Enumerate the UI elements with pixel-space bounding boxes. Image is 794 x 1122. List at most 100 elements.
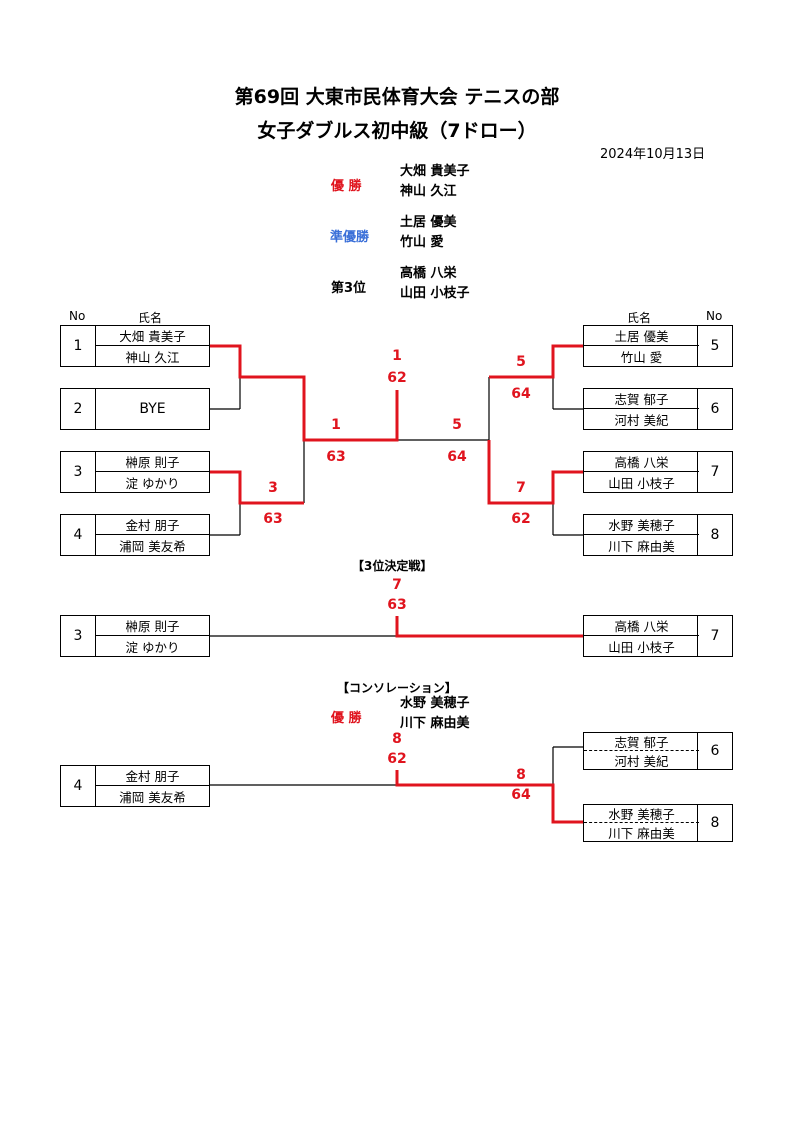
consolation-winner-names: 水野 美穂子 川下 麻由美	[400, 694, 470, 734]
runnerup-names: 土居 優美 竹山 愛	[400, 213, 457, 253]
page-title: 第69回 大東市民体育大会 テニスの部	[234, 86, 560, 108]
winner-name-1: 大畑 貴美子	[400, 164, 470, 179]
winner-name-2: 神山 久江	[400, 184, 457, 199]
runnerup-name-2: 竹山 愛	[400, 235, 444, 250]
entry-names: 金村 朋子 浦岡 美友希	[95, 515, 210, 555]
consolation-winner-name-2: 川下 麻由美	[400, 716, 470, 731]
entry-names: 大畑 貴美子 神山 久江	[95, 326, 210, 366]
consolation-entry-4: 4 金村 朋子 浦岡 美友希	[60, 765, 210, 807]
entry-7: 高橋 八栄 山田 小枝子 7	[583, 451, 733, 493]
player-name: 浦岡 美友希	[119, 538, 186, 554]
third-place-score: 63	[387, 597, 407, 613]
entry-1: 1 大畑 貴美子 神山 久江	[60, 325, 210, 367]
player-name: 大畑 貴美子	[95, 326, 210, 346]
entry-number: 7	[697, 452, 732, 492]
entry-names: 榊原 則子 淀 ゆかり	[95, 616, 210, 656]
player-name: 榊原 則子	[95, 452, 210, 472]
third-names: 高橋 八栄 山田 小枝子	[400, 264, 470, 304]
player-name: 高橋 八栄	[584, 616, 699, 636]
final-winner: 1	[392, 348, 402, 364]
entry-names: 土居 優美 竹山 愛	[584, 326, 699, 366]
third-name-2: 山田 小枝子	[400, 286, 470, 301]
player-name: 榊原 則子	[95, 616, 210, 636]
third-place-entry-3: 3 榊原 則子 淀 ゆかり	[60, 615, 210, 657]
entry-number: 8	[697, 805, 732, 841]
player-name: 竹山 愛	[620, 349, 663, 365]
entry-names: 高橋 八栄 山田 小枝子	[584, 452, 699, 492]
no-header-right: No	[706, 309, 723, 323]
entry-number: 1	[61, 326, 96, 366]
entry-names: 志賀 郁子 河村 美紀	[584, 733, 699, 769]
sf1-winner: 1	[331, 417, 341, 433]
runnerup-name-1: 土居 優美	[400, 215, 457, 230]
entry-5: 土居 優美 竹山 愛 5	[583, 325, 733, 367]
player-name: 川下 麻由美	[608, 538, 675, 554]
player-name: 山田 小枝子	[608, 639, 675, 655]
qf7-score: 62	[511, 511, 531, 527]
player-name: 志賀 郁子	[584, 733, 699, 751]
third-name-1: 高橋 八栄	[400, 266, 457, 281]
runnerup-label: 準優勝	[330, 230, 370, 245]
consolation-semi-score: 64	[511, 787, 531, 803]
third-label: 第3位	[331, 281, 367, 296]
qf3-winner: 3	[268, 480, 278, 496]
player-name: 河村 美紀	[614, 412, 669, 428]
player-name: 土居 優美	[584, 326, 699, 346]
no-header-left: No	[69, 309, 86, 323]
player-name: 河村 美紀	[614, 753, 669, 769]
name-header-left: 氏名	[138, 311, 163, 325]
entry-names: 金村 朋子 浦岡 美友希	[95, 766, 210, 806]
entry-number: 4	[61, 766, 96, 806]
player-name: 志賀 郁子	[584, 389, 699, 409]
event-date: 2024年10月13日	[600, 147, 706, 162]
entry-names: 榊原 則子 淀 ゆかり	[95, 452, 210, 492]
bye-label: BYE	[139, 401, 166, 417]
player-name: 浦岡 美友希	[119, 789, 186, 805]
entry-number: 2	[61, 389, 96, 429]
sf2-score: 64	[447, 449, 467, 465]
player-name: 高橋 八栄	[584, 452, 699, 472]
third-place-heading: 【3位決定戦】	[352, 559, 433, 573]
consolation-winner-name-1: 水野 美穂子	[400, 696, 470, 711]
winner-label: 優 勝	[331, 179, 362, 194]
entry-number: 7	[697, 616, 732, 656]
consolation-final-winner: 8	[392, 731, 402, 747]
player-name: 水野 美穂子	[584, 805, 699, 823]
third-place-winner: 7	[392, 577, 402, 593]
player-name: 金村 朋子	[95, 515, 210, 535]
name-header-right: 氏名	[627, 311, 652, 325]
third-place-entry-7: 高橋 八栄 山田 小枝子 7	[583, 615, 733, 657]
player-name: 金村 朋子	[95, 766, 210, 786]
player-name: 川下 麻由美	[608, 825, 675, 841]
entry-number: 5	[697, 326, 732, 366]
consolation-final-score: 62	[387, 751, 407, 767]
qf3-score: 63	[263, 511, 283, 527]
entry-number: 4	[61, 515, 96, 555]
entry-names: 志賀 郁子 河村 美紀	[584, 389, 699, 429]
entry-3: 3 榊原 則子 淀 ゆかり	[60, 451, 210, 493]
consolation-heading: 【コンソレーション】	[337, 681, 457, 695]
player-name: 水野 美穂子	[584, 515, 699, 535]
consolation-semi-winner: 8	[516, 767, 526, 783]
player-name: 山田 小枝子	[608, 475, 675, 491]
entry-number: 6	[697, 733, 732, 769]
page-subtitle: 女子ダブルス初中級（7ドロー）	[257, 120, 537, 142]
player-name: 淀 ゆかり	[125, 475, 180, 491]
entry-4: 4 金村 朋子 浦岡 美友希	[60, 514, 210, 556]
final-score: 62	[387, 370, 407, 386]
entry-2: 2 BYE	[60, 388, 210, 430]
winner-names: 大畑 貴美子 神山 久江	[400, 162, 470, 202]
qf7-winner: 7	[516, 480, 526, 496]
entry-names: 水野 美穂子 川下 麻由美	[584, 515, 699, 555]
player-name: 神山 久江	[125, 349, 180, 365]
consolation-winner-label: 優 勝	[331, 711, 362, 726]
entry-number: 6	[697, 389, 732, 429]
sf2-winner: 5	[452, 417, 462, 433]
consolation-entry-6: 志賀 郁子 河村 美紀 6	[583, 732, 733, 770]
entry-names: 水野 美穂子 川下 麻由美	[584, 805, 699, 841]
entry-6: 志賀 郁子 河村 美紀 6	[583, 388, 733, 430]
entry-number: 3	[61, 452, 96, 492]
entry-number: 8	[697, 515, 732, 555]
sf1-score: 63	[326, 449, 346, 465]
